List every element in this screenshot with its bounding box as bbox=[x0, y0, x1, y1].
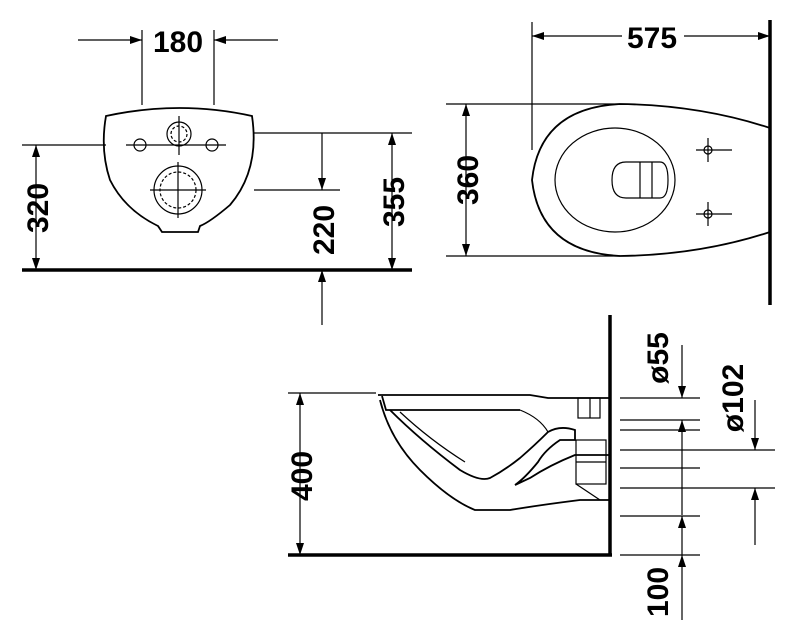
dim-100: 100 bbox=[642, 567, 675, 617]
dim-inlet-diameter: ø55 bbox=[642, 332, 675, 384]
side-view: 400 ø55 ø102 100 bbox=[286, 315, 775, 620]
top-view: 575 360 bbox=[446, 20, 772, 305]
dim-320: 320 bbox=[22, 183, 55, 233]
top-bowl-outline bbox=[531, 103, 771, 257]
dim-355: 355 bbox=[378, 177, 411, 227]
front-bowl-outline bbox=[102, 107, 255, 233]
dim-180: 180 bbox=[153, 26, 203, 59]
side-bowl-outline bbox=[379, 399, 610, 511]
dim-360: 360 bbox=[452, 155, 485, 205]
dim-outlet-diameter: ø102 bbox=[717, 364, 750, 432]
dim-575: 575 bbox=[627, 22, 677, 55]
side-seat-top bbox=[378, 394, 610, 399]
dim-220: 220 bbox=[308, 205, 341, 255]
dim-400: 400 bbox=[286, 451, 319, 501]
side-inlet-spud bbox=[577, 397, 601, 419]
front-view: 180 320 220 355 bbox=[22, 26, 412, 325]
top-inner-bowl bbox=[554, 127, 676, 233]
top-flush-opening bbox=[611, 161, 669, 199]
